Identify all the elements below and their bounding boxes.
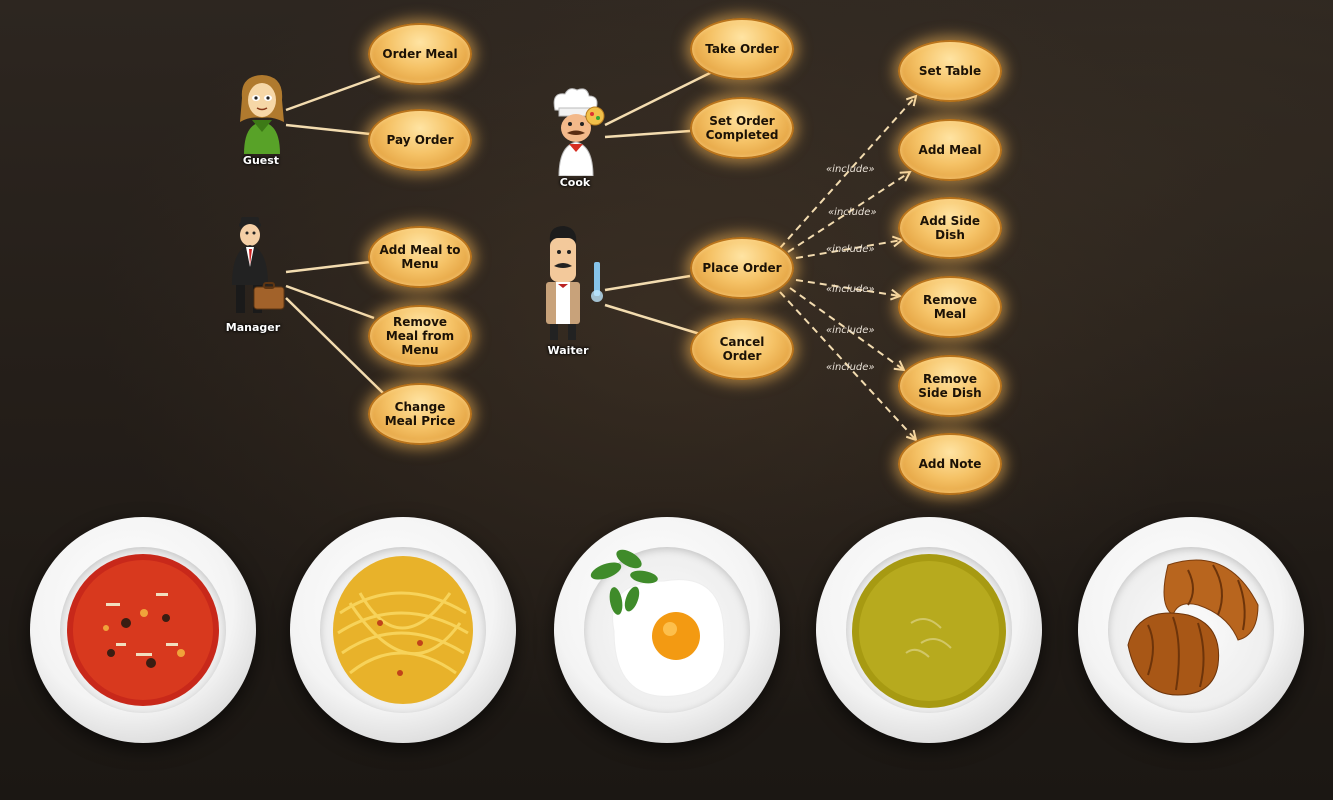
use-case-add-meal-to-menu[interactable]: Add Meal to Menu [368,226,472,288]
include-remove-meal [795,279,900,296]
use-case-remove-meal-from-menu[interactable]: Remove Meal from Menu [368,305,472,367]
assoc-waiter-cancel-order [604,303,701,336]
assoc-guest-order-meal [285,74,381,112]
use-case-change-meal-price[interactable]: Change Meal Price [368,383,472,445]
assoc-manager-change-price [285,297,385,395]
use-case-add-side-dish[interactable]: Add Side Dish [898,197,1002,259]
use-case-take-order[interactable]: Take Order [690,18,794,80]
use-case-cancel-order[interactable]: Cancel Order [690,318,794,380]
use-case-remove-meal[interactable]: Remove Meal [898,276,1002,338]
use-case-add-note[interactable]: Add Note [898,433,1002,495]
assoc-manager-add-meal [285,260,371,274]
cook-actor-label: Cook [559,176,591,189]
manager-actor-icon [232,217,285,313]
include-add-meal [787,172,910,253]
include-label-2: «include» [828,207,877,218]
include-label-6: «include» [826,362,875,373]
cook-actor-icon [553,88,605,176]
use-case-remove-side-dish[interactable]: Remove Side Dish [898,355,1002,417]
cream-soup-image [852,554,1006,708]
use-case-set-order-completed[interactable]: Set Order Completed [690,97,794,159]
use-case-set-table[interactable]: Set Table [898,40,1002,102]
include-label-5: «include» [826,325,875,336]
waiter-actor-label: Waiter [547,344,589,357]
minestrone-soup-image [67,554,219,706]
include-add-side-dish [795,240,902,259]
assoc-waiter-place-order [604,274,691,292]
plate-croissant-image [1078,517,1304,743]
assoc-cook-take-order [604,70,713,127]
include-label-4: «include» [826,284,875,295]
assoc-manager-remove-meal [285,284,375,320]
assoc-cook-set-order-completed [604,129,691,139]
spaghetti-image [333,556,473,704]
include-add-note [779,291,916,440]
use-case-pay-order[interactable]: Pay Order [368,109,472,171]
include-label-1: «include» [826,164,875,175]
plate-fried-egg-image [554,517,780,743]
use-case-order-meal[interactable]: Order Meal [368,23,472,85]
guest-actor-icon [240,75,284,154]
use-case-add-meal[interactable]: Add Meal [898,119,1002,181]
include-label-3: «include» [826,244,875,255]
use-case-place-order[interactable]: Place Order [690,237,794,299]
assoc-guest-pay-order [285,123,371,136]
plate-soup-image [30,517,256,743]
plate-cream-soup-image [816,517,1042,743]
manager-actor-label: Manager [225,321,281,334]
croissant-image [1127,559,1259,696]
waiter-actor-icon [546,226,603,340]
guest-actor-label: Guest [242,154,280,167]
plate-spaghetti-image [290,517,516,743]
include-set-table [779,96,916,249]
fried-egg-image [590,549,725,697]
